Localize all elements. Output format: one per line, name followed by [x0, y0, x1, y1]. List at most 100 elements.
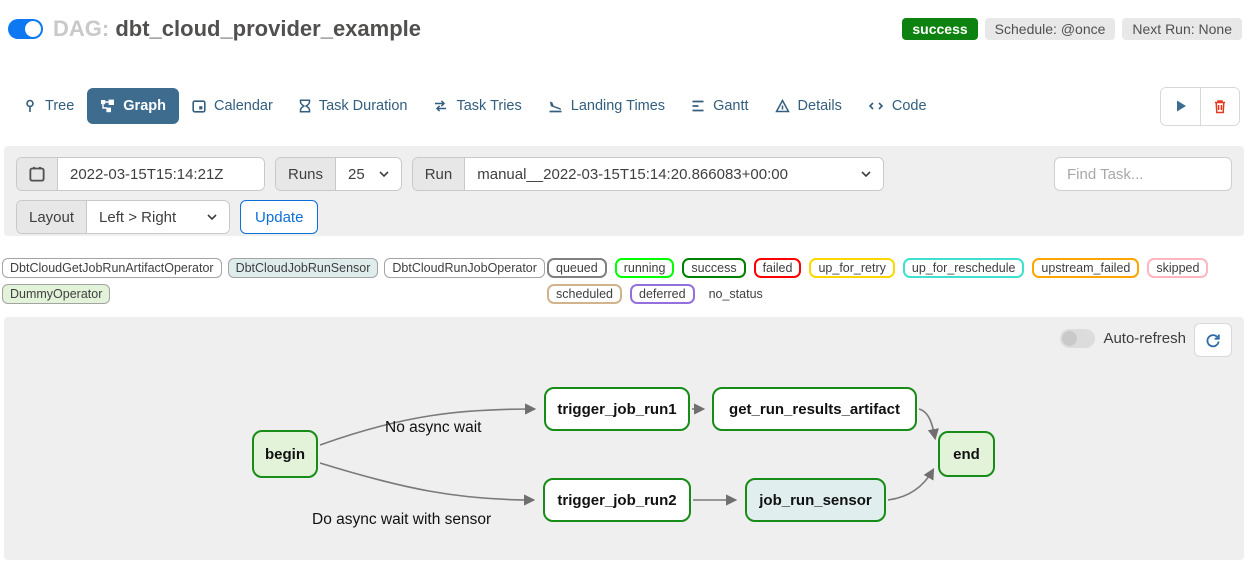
auto-refresh-control: Auto-refresh	[1060, 329, 1186, 348]
auto-refresh-toggle[interactable]	[1060, 329, 1096, 348]
tab-label: Details	[797, 98, 842, 114]
auto-refresh-label: Auto-refresh	[1103, 330, 1186, 347]
tree-icon	[23, 99, 37, 113]
run-select[interactable]: manual__2022-03-15T15:14:20.866083+00:00	[465, 158, 884, 190]
dag-action-buttons	[1160, 86, 1240, 126]
dag-header: DAG: dbt_cloud_provider_example success …	[8, 16, 1242, 42]
task-node-job-run-sensor[interactable]: job_run_sensor	[745, 478, 886, 522]
filter-row-1: Runs 25 Run manual__2022-03-15T15:14:20.…	[16, 157, 1232, 191]
tab-graph[interactable]: Graph	[87, 88, 179, 124]
dag-edges	[319, 403, 939, 506]
base-date-input[interactable]	[58, 158, 264, 190]
status-legend-badge: queued	[547, 258, 607, 278]
dag-graph-panel: Auto-refresh begin trigger_job_run1 get_…	[4, 317, 1244, 560]
no-status-label: no_status	[708, 287, 763, 301]
edge-artifact-end	[918, 408, 939, 441]
tab-label: Gantt	[713, 98, 749, 114]
chevron-down-icon	[861, 171, 871, 177]
page-title: DAG: dbt_cloud_provider_example	[53, 16, 421, 42]
dag-name: dbt_cloud_provider_example	[115, 16, 421, 41]
toggle-knob	[25, 21, 41, 37]
edge-label-do-async-wait: Do async wait with sensor	[312, 511, 492, 528]
layout-select[interactable]: Left > Right	[87, 201, 230, 233]
filter-row-2: Layout Left > Right Update	[16, 200, 1232, 234]
filter-panel: Runs 25 Run manual__2022-03-15T15:14:20.…	[4, 146, 1244, 236]
operator-badge: DbtCloudJobRunSensor	[227, 258, 379, 278]
tab-task-duration[interactable]: Task Duration	[286, 88, 421, 124]
graph-icon	[100, 99, 115, 113]
header-badges: success Schedule: @once Next Run: None	[902, 18, 1242, 40]
delete-dag-button[interactable]	[1200, 87, 1239, 125]
status-legend-badge: skipped	[1147, 258, 1209, 278]
code-icon	[868, 99, 884, 113]
hourglass-icon	[299, 99, 311, 113]
chevron-down-icon	[207, 214, 217, 220]
layout-label: Layout	[17, 201, 88, 233]
num-runs-select[interactable]: 25	[336, 158, 401, 190]
legend: DbtCloudGetJobRunArtifactOperator DbtClo…	[2, 258, 1244, 304]
status-legend-badge: upstream_failed	[1032, 258, 1140, 278]
tab-label: Task Duration	[318, 98, 408, 114]
status-legend-badge: up_for_reschedule	[902, 258, 1025, 278]
tab-calendar[interactable]: Calendar	[179, 88, 286, 124]
layout-value: Left > Right	[99, 208, 177, 226]
operator-badge: DbtCloudRunJobOperator	[384, 258, 545, 278]
status-legend-badge: failed	[753, 258, 802, 278]
runs-label: Runs	[276, 158, 337, 190]
toggle-knob	[1062, 331, 1078, 346]
tab-gantt[interactable]: Gantt	[678, 88, 761, 124]
tab-label: Calendar	[213, 98, 273, 114]
next-run-badge: Next Run: None	[1122, 18, 1242, 40]
task-node-end[interactable]: end	[938, 431, 995, 477]
calendar-icon	[192, 99, 206, 113]
tab-task-tries[interactable]: Task Tries	[420, 88, 534, 124]
operator-badge: DbtCloudGetJobRunArtifactOperator	[2, 258, 222, 278]
task-node-trigger-job-run1[interactable]: trigger_job_run1	[544, 387, 690, 431]
refresh-button[interactable]	[1194, 323, 1232, 357]
run-select-group: Run manual__2022-03-15T15:14:20.866083+0…	[411, 157, 885, 191]
status-legend: queued running success failed up_for_ret…	[547, 258, 1244, 304]
tab-details[interactable]: Details	[762, 88, 855, 124]
run-value: manual__2022-03-15T15:14:20.866083+00:00	[477, 165, 788, 183]
task-node-get-run-results-artifact[interactable]: get_run_results_artifact	[712, 387, 917, 431]
gantt-icon	[691, 99, 705, 113]
status-legend-badge: up_for_retry	[809, 258, 895, 278]
chevron-down-icon	[379, 171, 389, 177]
schedule-badge: Schedule: @once	[984, 18, 1116, 40]
tab-label: Task Tries	[456, 98, 522, 114]
update-button[interactable]: Update	[240, 200, 319, 234]
edge-begin-trigger1	[319, 403, 537, 446]
tab-code[interactable]: Code	[855, 88, 940, 124]
refresh-icon	[1206, 334, 1220, 348]
status-legend-badge: deferred	[630, 284, 695, 304]
status-legend-badge: success	[682, 258, 746, 278]
operator-badge: DummyOperator	[2, 284, 111, 304]
find-task-input[interactable]	[1054, 157, 1232, 191]
status-legend-badge: running	[614, 258, 675, 278]
trigger-dag-button[interactable]	[1161, 87, 1200, 125]
date-picker-button[interactable]	[17, 158, 58, 190]
edge-label-no-async-wait: No async wait	[385, 419, 482, 436]
edge-begin-trigger2	[319, 462, 536, 506]
tab-label: Tree	[45, 98, 75, 114]
operator-legend: DbtCloudGetJobRunArtifactOperator DbtClo…	[2, 258, 547, 304]
run-label: Run	[412, 158, 466, 190]
tab-label: Landing Times	[570, 98, 666, 114]
task-node-begin[interactable]: begin	[252, 430, 318, 478]
layout-group: Layout Left > Right	[16, 200, 231, 234]
base-date-group	[16, 157, 265, 191]
plane-landing-icon	[548, 99, 563, 113]
tab-tree[interactable]: Tree	[10, 88, 87, 124]
task-node-trigger-job-run2[interactable]: trigger_job_run2	[543, 478, 691, 522]
tab-landing-times[interactable]: Landing Times	[535, 88, 678, 124]
dag-pause-toggle[interactable]	[8, 19, 43, 39]
edge-sensor-end	[887, 468, 935, 501]
num-runs-value: 25	[348, 165, 365, 183]
num-runs-group: Runs 25	[275, 157, 402, 191]
status-legend-badge: scheduled	[547, 284, 622, 304]
dag-prefix-label: DAG:	[53, 16, 110, 41]
view-tab-bar: Tree Graph Calendar Task Duration Task T…	[10, 85, 1240, 127]
details-icon	[774, 99, 790, 113]
tab-label: Code	[891, 98, 927, 114]
repeat-icon	[433, 99, 448, 113]
